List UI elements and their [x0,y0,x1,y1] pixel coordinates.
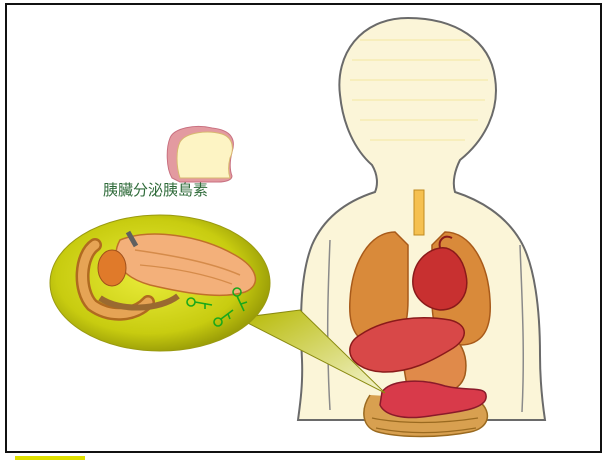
trachea [414,190,424,235]
bottom-highlight-bar [15,456,85,460]
diagram-caption: 胰臟分泌胰島素 [103,179,208,200]
magnified-pancreas-bubble [50,215,270,351]
bread-slice-icon [167,126,233,182]
